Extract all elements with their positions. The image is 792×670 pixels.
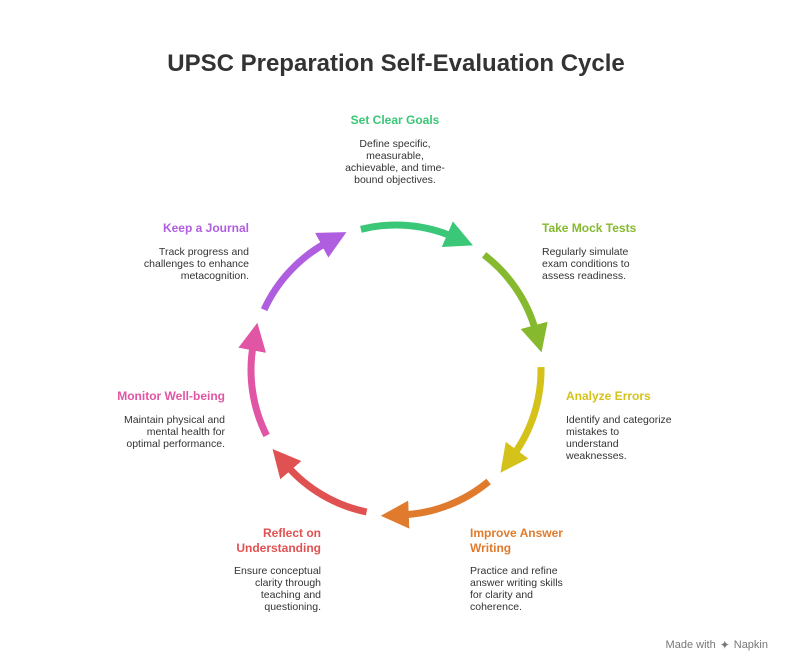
step-desc-keep-a-journal: Track progress and challenges to enhance… (143, 246, 249, 282)
step-desc-analyze-errors: Identify and categorize mistakes to unde… (566, 414, 672, 462)
step-desc-reflect-on-understanding: Ensure conceptual clarity through teachi… (234, 565, 321, 613)
arrow-improve-answer-writing (380, 478, 491, 529)
step-desc-take-mock-tests: Regularly simulate exam conditions to as… (542, 246, 630, 282)
napkin-branding: Made with ✦ Napkin (666, 638, 768, 652)
step-title-monitor-well-being: Monitor Well-being (117, 389, 225, 403)
step-title-improve-answer-writing: Improve Answer Writing (470, 526, 563, 555)
step-desc-improve-answer-writing: Practice and refine answer writing skill… (470, 565, 563, 613)
step-desc-monitor-well-being: Maintain physical and mental health for … (124, 414, 225, 450)
napkin-brand-label: Napkin (733, 639, 768, 651)
step-title-analyze-errors: Analyze Errors (566, 389, 651, 403)
napkin-icon: ✦ (719, 638, 730, 652)
arrow-analyze-errors (500, 367, 545, 473)
arrow-monitor-well-being (238, 322, 270, 438)
step-title-set-clear-goals: Set Clear Goals (350, 113, 440, 127)
step-title-take-mock-tests: Take Mock Tests (542, 221, 637, 235)
made-with-label: Made with (665, 639, 716, 651)
step-title-reflect-on-understanding: Reflect on Understanding (236, 526, 321, 555)
step-desc-set-clear-goals: Define specific, measurable, achievable,… (345, 138, 445, 186)
step-title-keep-a-journal: Keep a Journal (162, 221, 249, 235)
arrow-take-mock-tests (481, 252, 548, 353)
arrow-reflect-on-understanding (272, 449, 368, 516)
arrow-keep-a-journal (260, 232, 347, 312)
arrow-set-clear-goals (360, 221, 473, 248)
page-title: UPSC Preparation Self-Evaluation Cycle (167, 50, 625, 77)
